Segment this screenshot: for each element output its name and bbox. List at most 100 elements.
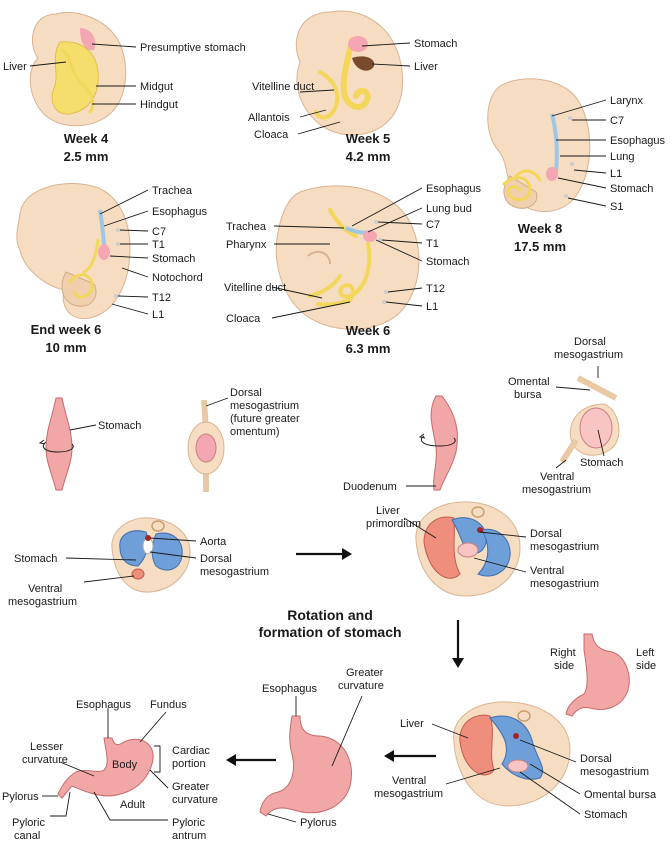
- label-l1-ew6: L1: [152, 309, 164, 321]
- label-pyloric-canal: Pyloric canal: [12, 817, 48, 842]
- label-right-side: Right side: [550, 647, 579, 672]
- week5-labels: Stomach Liver Vitelline duct Allantois C…: [248, 38, 457, 164]
- end-week6-labels: Trachea Esophagus C7 T1 Stomach Notochor…: [31, 185, 208, 355]
- mesogastrium-cross-section: [187, 399, 225, 492]
- label-c7-ew6: C7: [152, 226, 166, 238]
- label-stomach-w8: Stomach: [610, 183, 653, 195]
- rotation-title-line1: Rotation and: [287, 607, 373, 623]
- label-stomach-bursa: Stomach: [580, 457, 623, 469]
- label-stomach-w6: Stomach: [426, 256, 469, 268]
- label-ventral-mesogastrium-4: Ventral mesogastrium: [374, 775, 443, 800]
- label-t12-w6: T12: [426, 283, 445, 295]
- caption-week6-size: 6.3 mm: [346, 341, 391, 356]
- caption-week5: Week 5: [346, 131, 391, 146]
- label-adult: Adult: [120, 799, 145, 811]
- label-fundus: Fundus: [150, 699, 187, 711]
- label-c7-w6: C7: [426, 219, 440, 231]
- cross-section-rotated: [415, 501, 521, 597]
- label-l1-w6: L1: [426, 301, 438, 313]
- label-dorsal-mesogastrium-3: Dorsal mesogastrium: [530, 528, 599, 553]
- label-larynx: Larynx: [610, 95, 644, 107]
- label-t1-ew6: T1: [152, 239, 165, 251]
- label-l1-w8: L1: [610, 168, 622, 180]
- label-c7-w8: C7: [610, 115, 624, 127]
- label-aorta: Aorta: [200, 536, 227, 548]
- label-cardiac-portion: Cardiac portion: [172, 745, 213, 770]
- label-notochord: Notochord: [152, 272, 203, 284]
- label-vitelline-duct-w6: Vitelline duct: [224, 282, 286, 294]
- label-liver-w5: Liver: [414, 61, 438, 73]
- label-trachea-w6: Trachea: [226, 221, 267, 233]
- label-s1: S1: [610, 201, 623, 213]
- cross-section-final: [453, 701, 571, 807]
- stomach-j-shape: [565, 633, 630, 717]
- label-liver-w4: Liver: [3, 61, 27, 73]
- label-pylorus-dev: Pylorus: [300, 817, 337, 829]
- label-allantois: Allantois: [248, 112, 290, 124]
- label-stomach-ew6: Stomach: [152, 253, 195, 265]
- label-pylorus-adult: Pylorus: [2, 791, 39, 803]
- stomach-tube-rotated: [418, 395, 458, 491]
- label-midgut: Midgut: [140, 81, 173, 93]
- label-stomach-cs1: Stomach: [14, 553, 57, 565]
- label-lung-bud: Lung bud: [426, 203, 472, 215]
- caption-week8: Week 8: [518, 221, 563, 236]
- week8-labels: Larynx C7 Esophagus Lung L1 Stomach S1 W…: [514, 95, 666, 254]
- label-stomach-cs3: Stomach: [584, 809, 627, 821]
- caption-week5-size: 4.2 mm: [346, 149, 391, 164]
- caption-week4-size: 2.5 mm: [64, 149, 109, 164]
- label-ventral-mesogastrium-2: Ventral mesogastrium: [522, 471, 591, 496]
- label-greater-curvature-2: Greater curvature: [172, 781, 218, 806]
- caption-week8-size: 17.5 mm: [514, 239, 566, 254]
- label-body: Body: [112, 759, 138, 771]
- label-t12-ew6: T12: [152, 292, 171, 304]
- caption-week6: Week 6: [346, 323, 391, 338]
- label-t1-w6: T1: [426, 238, 439, 250]
- label-esophagus-w6: Esophagus: [426, 183, 482, 195]
- week8-embryo: [487, 78, 591, 213]
- week6-embryo: [275, 185, 420, 330]
- week5-embryo: [295, 10, 404, 136]
- label-hindgut: Hindgut: [140, 99, 178, 111]
- stomach-tube-initial: [38, 397, 74, 491]
- rotation-title-line2: formation of stomach: [258, 624, 401, 640]
- caption-end-week6-size: 10 mm: [45, 340, 86, 355]
- label-lesser-curvature: Lesser curvature: [22, 741, 68, 766]
- label-esophagus-w8: Esophagus: [610, 135, 666, 147]
- label-cloaca-w5: Cloaca: [254, 129, 289, 141]
- omental-bursa-section: [559, 375, 620, 464]
- week4-embryo: [29, 12, 127, 127]
- caption-week4: Week 4: [64, 131, 109, 146]
- label-vitelline-duct-w5: Vitelline duct: [252, 81, 314, 93]
- label-omental-bursa-1: Omental bursa: [508, 376, 553, 401]
- label-stomach-w5: Stomach: [414, 38, 457, 50]
- label-greater-curvature-1: Greater curvature: [338, 667, 386, 692]
- label-dorsal-mesogastrium-future: Dorsal mesogastrium (future greater omen…: [230, 387, 303, 438]
- label-omental-bursa-2: Omental bursa: [584, 789, 657, 801]
- stomach-developing: [259, 715, 352, 817]
- week6-labels: Esophagus Lung bud Trachea C7 Pharynx T1…: [224, 183, 482, 356]
- label-stomach-tube: Stomach: [98, 420, 141, 432]
- label-pyloric-antrum: Pyloric antrum: [172, 817, 208, 842]
- label-pharynx: Pharynx: [226, 239, 267, 251]
- label-duodenum: Duodenum: [343, 481, 397, 493]
- label-liver-cs3: Liver: [400, 718, 424, 730]
- label-dorsal-mesogastrium-2: Dorsal mesogastrium: [554, 336, 623, 361]
- label-presumptive-stomach: Presumptive stomach: [140, 42, 246, 54]
- label-ventral-mesogastrium-3: Ventral mesogastrium: [530, 565, 599, 590]
- stomach-adult: [57, 737, 154, 799]
- end-week6-embryo: [16, 183, 131, 320]
- week4-labels: Liver Presumptive stomach Midgut Hindgut…: [3, 42, 246, 164]
- label-left-side: Left side: [636, 647, 657, 672]
- label-dorsal-mesogastrium-4: Dorsal mesogastrium: [580, 753, 649, 778]
- cross-section-early: [111, 517, 191, 593]
- label-dorsal-mesogastrium-1: Dorsal mesogastrium: [200, 553, 269, 578]
- label-esophagus-adult: Esophagus: [76, 699, 132, 711]
- caption-end-week6: End week 6: [31, 322, 102, 337]
- label-lung: Lung: [610, 151, 634, 163]
- label-trachea-ew6: Trachea: [152, 185, 193, 197]
- label-ventral-mesogastrium-1: Ventral mesogastrium: [8, 583, 77, 608]
- label-cloaca-w6: Cloaca: [226, 313, 261, 325]
- label-esophagus-ew6: Esophagus: [152, 206, 208, 218]
